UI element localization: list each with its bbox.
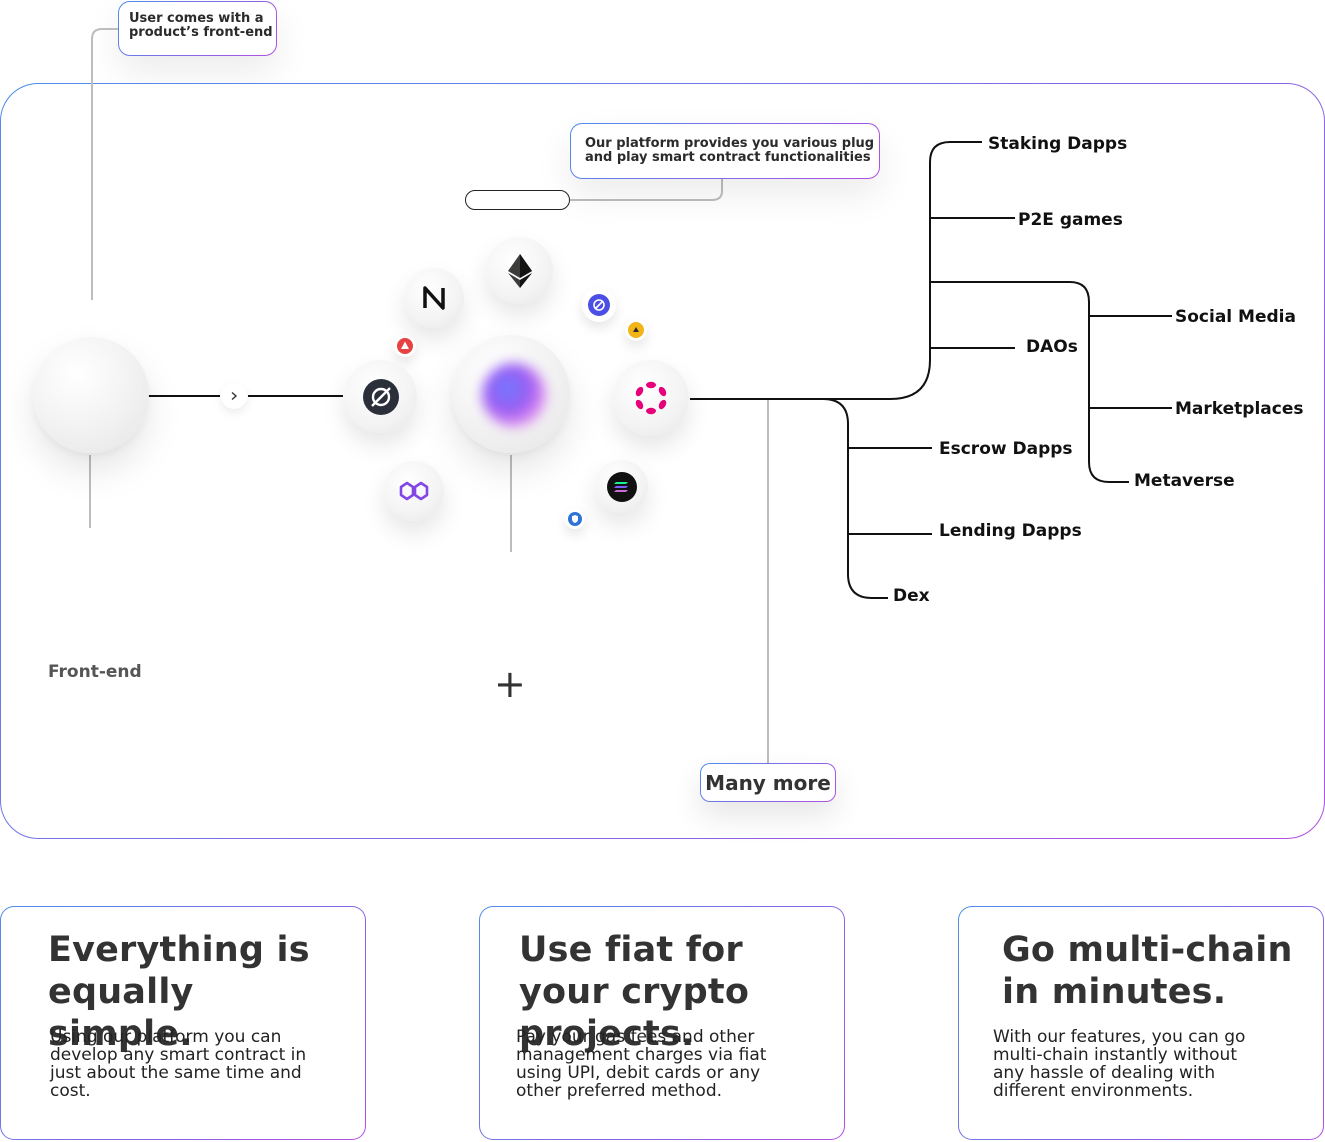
chevron-right-icon — [231, 391, 238, 401]
callout-user-front-end: User comes with a product’s front-end — [118, 1, 277, 56]
sub-trunk — [930, 281, 1129, 483]
front-end-label: Front-end — [48, 662, 142, 682]
front-end-orb — [33, 337, 149, 453]
feature-card-title: Use fiat for your crypto projects. — [519, 930, 750, 1054]
flow-arrow-button[interactable] — [221, 383, 247, 409]
avalanche-coin — [394, 335, 416, 357]
ethereum-coin — [486, 237, 553, 304]
feature-card-multichain: Go multi-chain in minutes. With our feat… — [958, 906, 1324, 1140]
many-more-button[interactable]: Many more — [700, 763, 836, 802]
tree-label-dex: Dex — [893, 586, 930, 606]
diagram-frame — [0, 83, 1325, 839]
feature-card-body: Using our platform you can develop any s… — [50, 1027, 307, 1101]
tree-label-daos: DAOs — [1026, 337, 1078, 357]
shield-icon — [568, 512, 582, 526]
many-more-label: Many more — [705, 770, 831, 795]
tree-label-escrow: Escrow Dapps — [939, 439, 1073, 459]
polkadot-icon — [635, 381, 667, 415]
callout-platform-provides: Our platform provides you various plug a… — [570, 123, 880, 179]
tree-label-metaverse: Metaverse — [1134, 471, 1235, 491]
lower-trunk — [768, 398, 888, 599]
feature-card-simple: Everything is equally simple. Using our … — [0, 906, 366, 1140]
upper-trunk — [690, 141, 982, 400]
tree-label-marketplaces: Marketplaces — [1175, 399, 1304, 419]
swap-coin — [625, 319, 647, 341]
polygon-icon — [399, 481, 429, 501]
swap-icon — [628, 322, 644, 338]
feature-card-body: Pay your gas fees and other management c… — [516, 1027, 767, 1101]
oxt-coin — [344, 360, 417, 433]
polygon-coin — [384, 461, 444, 521]
platform-callout-connector — [570, 179, 723, 201]
feature-card-title: Go multi-chain in minutes. — [1002, 930, 1293, 1012]
solana-coin — [595, 460, 648, 513]
empty-pill — [465, 190, 570, 210]
user-callout-connector — [91, 28, 118, 300]
tree-label-staking: Staking Dapps — [988, 134, 1128, 154]
callout-platform-text: Our platform provides you various plug a… — [585, 136, 875, 165]
tree-label-social: Social Media — [1175, 307, 1296, 327]
arrow-circle-icon — [588, 294, 610, 316]
avalanche-icon — [397, 338, 413, 354]
arrow-circle-coin — [582, 288, 616, 322]
oxt-icon — [362, 378, 399, 415]
tree-label-p2e: P2E games — [1018, 210, 1123, 230]
ethereum-icon — [507, 253, 532, 288]
shield-coin — [565, 509, 585, 529]
callout-user-text: User comes with a product’s front-end — [129, 11, 273, 40]
feature-card-fiat: Use fiat for your crypto projects. Pay y… — [479, 906, 845, 1140]
solana-icon — [606, 471, 637, 502]
feature-card-body: With our features, you can go multi-chai… — [993, 1027, 1246, 1101]
core-orb — [452, 335, 570, 453]
near-coin — [404, 268, 464, 328]
polkadot-coin — [613, 360, 689, 436]
feature-card-title: Everything is equally simple. — [48, 930, 310, 1054]
plus-icon: + — [494, 662, 526, 706]
tree-label-lending: Lending Dapps — [939, 521, 1082, 541]
near-icon — [423, 286, 445, 310]
